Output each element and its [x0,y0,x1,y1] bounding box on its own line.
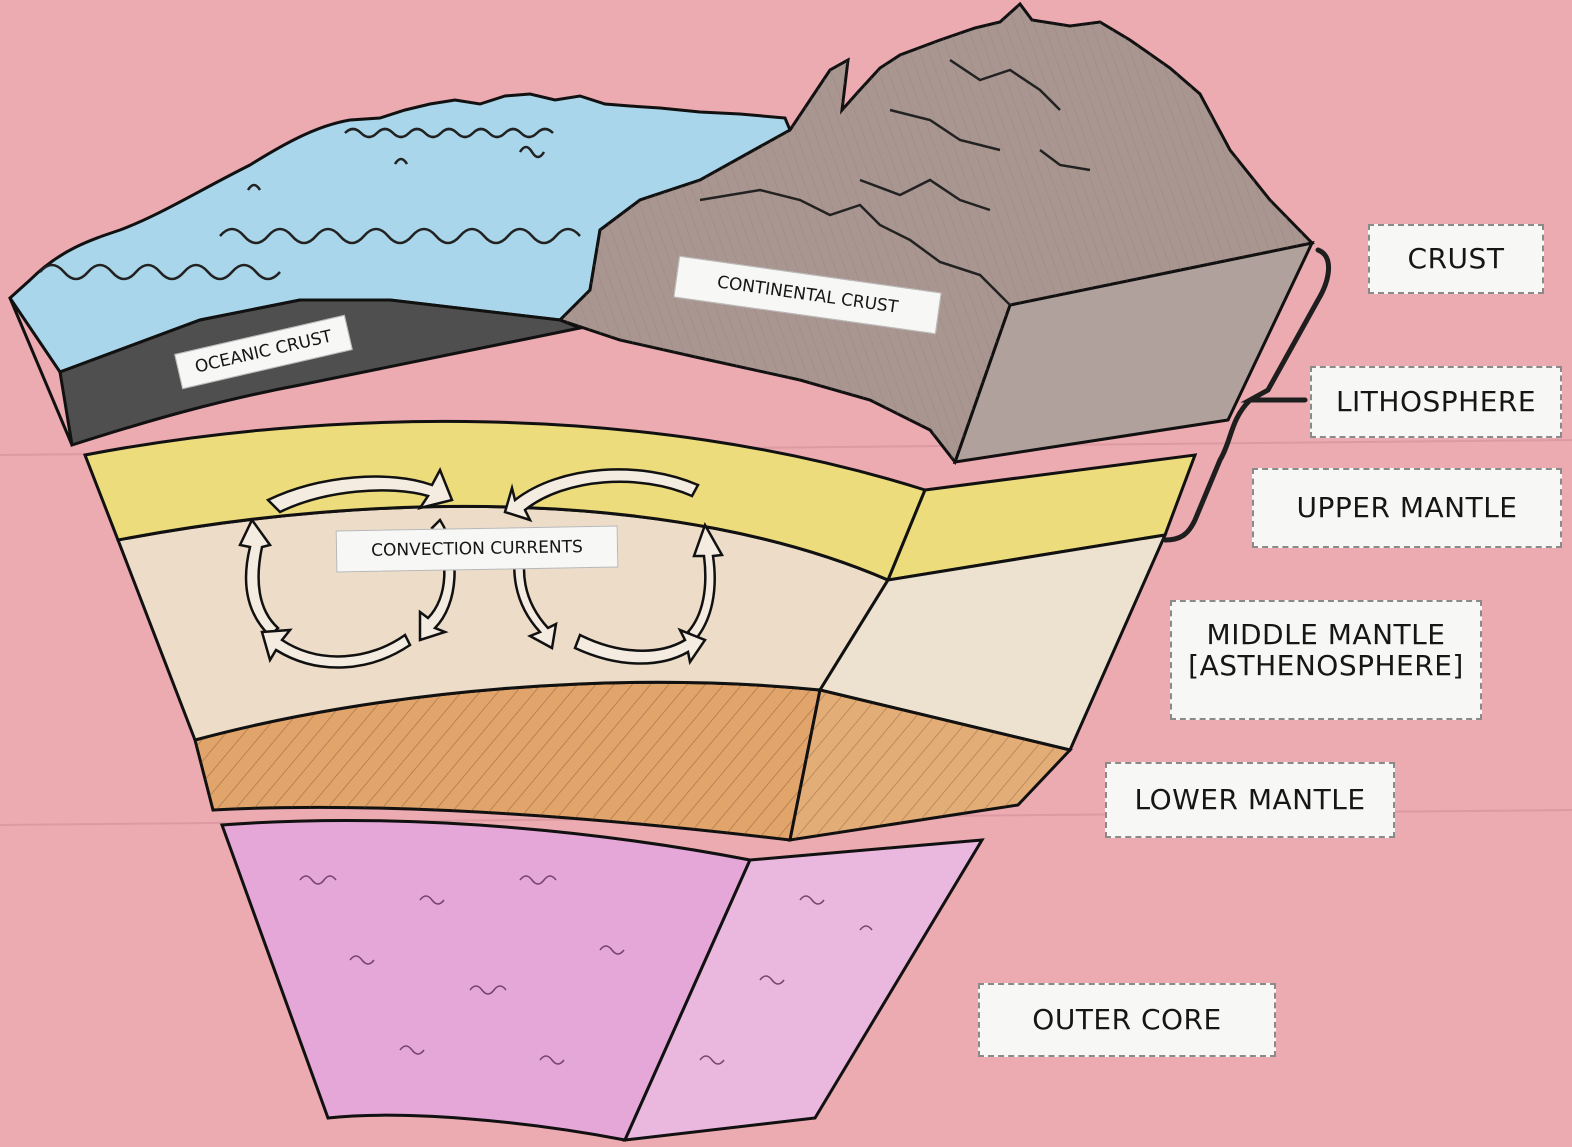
crust-block [10,4,1312,462]
outer-core-label: OUTER CORE [978,983,1276,1057]
lithosphere-label: LITHOSPHERE [1310,366,1562,438]
convection-currents-label: CONVECTION CURRENTS [336,526,619,573]
crust-label: CRUST [1368,224,1544,294]
outer-core-block [222,820,982,1140]
middle-mantle-label-line2: [ASTHENOSPHERE] [1172,651,1480,682]
mantle-block [85,421,1195,840]
middle-mantle-label-line1: MIDDLE MANTLE [1172,620,1480,651]
lower-mantle-label: LOWER MANTLE [1105,762,1395,838]
middle-mantle-label: MIDDLE MANTLE [ASTHENOSPHERE] [1170,600,1482,720]
upper-mantle-label: UPPER MANTLE [1252,468,1562,548]
